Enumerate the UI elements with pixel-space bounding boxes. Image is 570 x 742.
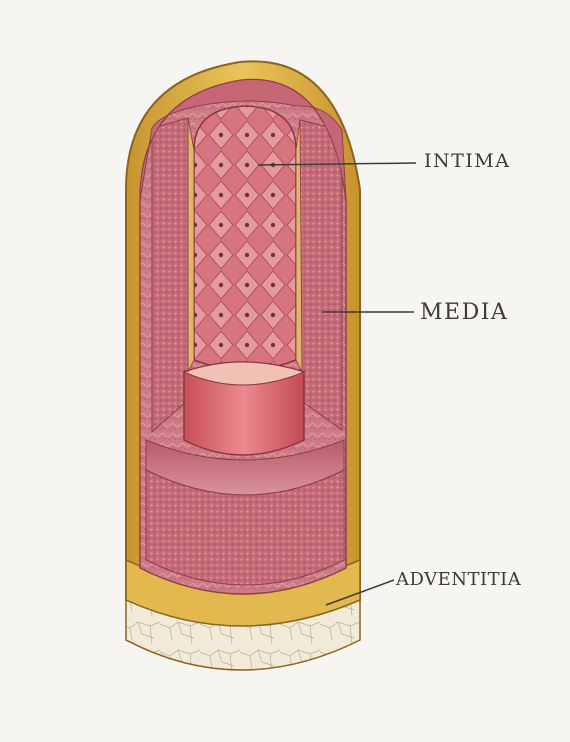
intima-layer <box>184 106 304 455</box>
media-label: MEDIA <box>420 300 508 325</box>
adventitia-label: ADVENTITIA <box>396 569 521 590</box>
intima-label: INTIMA <box>424 150 510 172</box>
